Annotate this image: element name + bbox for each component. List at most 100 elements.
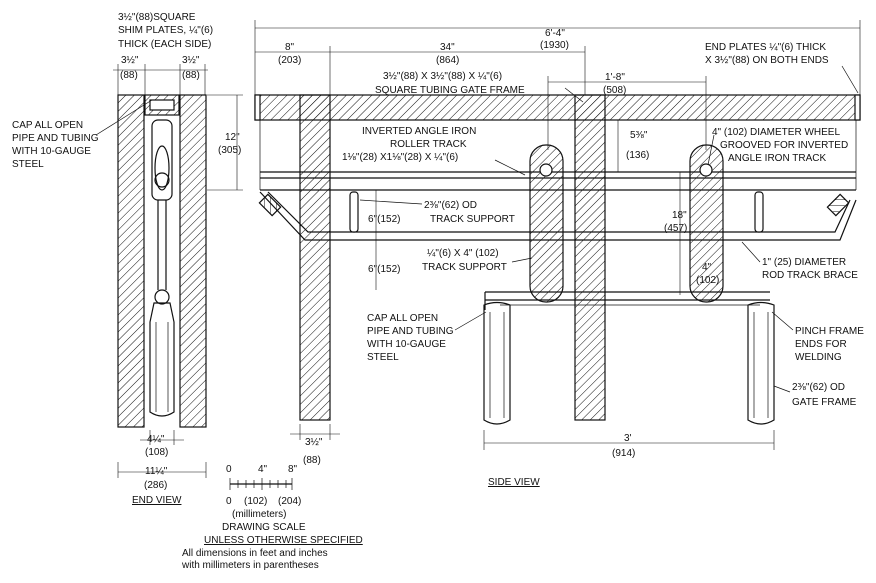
end-cap-note-line4: STEEL bbox=[12, 159, 44, 170]
od-support-leader bbox=[359, 199, 423, 205]
flat-support-leader bbox=[511, 257, 533, 263]
end-view-right-post bbox=[179, 94, 207, 428]
tubing-note-line2: SQUARE TUBING GATE FRAME bbox=[375, 85, 525, 96]
roller-note-line1: INVERTED ANGLE IRON bbox=[362, 126, 476, 137]
dim-inner-width-mm: (108) bbox=[145, 447, 168, 458]
dim-6in-upper: 6"(152) bbox=[368, 214, 400, 225]
end-plates-note-line2: X 3½"(88) ON BOTH ENDS bbox=[705, 55, 829, 66]
shim-note-line1: 3½"(88)SQUARE bbox=[118, 12, 196, 23]
roller-note-line3: 1⅛"(28) X1⅛"(28) X ¼"(6) bbox=[342, 151, 458, 163]
wheel-note-line2: GROOVED FOR INVERTED bbox=[720, 140, 848, 151]
rod-leader bbox=[741, 241, 761, 263]
scale-units: (millimeters) bbox=[232, 509, 286, 520]
dim-wheel-width: 4" bbox=[702, 262, 712, 273]
wheel-note-line1: 4" (102) DIAMETER WHEEL bbox=[712, 127, 840, 138]
brace-weld-left bbox=[258, 193, 282, 217]
dim-outer-width: 11¼" bbox=[145, 465, 168, 477]
dim-18in-mm: (457) bbox=[664, 223, 687, 234]
wheel-axle-right bbox=[699, 163, 713, 177]
end-view-wheel-hub bbox=[154, 172, 170, 188]
tubing-note-line1: 3½"(88) X 3½"(88) X ¼"(6) bbox=[383, 70, 502, 82]
rod-note-line2: ROD TRACK BRACE bbox=[762, 270, 858, 281]
dim-inner-width: 4¼" bbox=[147, 433, 165, 445]
side-view: 6'-4" (1930) 8" (203) 34" (864) 1'-8" (5… bbox=[254, 20, 864, 488]
od-support-note-line1: 2⅜"(62) OD bbox=[424, 200, 477, 211]
end-view: 3½"(88)SQUARE SHIM PLATES, ¼"(6) THICK (… bbox=[12, 12, 243, 506]
pinch-leader bbox=[771, 311, 794, 331]
gate-od-note-line1: 2⅜"(62) OD bbox=[792, 382, 845, 393]
scale-tick-4: 4" bbox=[258, 464, 268, 475]
rod-track-brace-inner bbox=[267, 191, 851, 233]
dim-outer-width-mm: (286) bbox=[144, 480, 167, 491]
right-end-plate bbox=[854, 94, 861, 121]
roller-leader bbox=[494, 159, 526, 176]
gate-od-note-line2: GATE FRAME bbox=[792, 397, 857, 408]
end-cap-note-line2: PIPE AND TUBING bbox=[12, 133, 99, 144]
wheel-leader bbox=[707, 134, 715, 166]
pinch-note-line3: WELDING bbox=[795, 352, 842, 363]
dim-3ft: 3' bbox=[624, 433, 632, 444]
dim-overall-length-mm: (1930) bbox=[540, 40, 569, 51]
end-view-gate-pipe bbox=[149, 302, 175, 417]
side-view-title: SIDE VIEW bbox=[488, 477, 540, 488]
dim-1ft8in-mm: (508) bbox=[603, 85, 626, 96]
shim-note-line3: THICK (EACH SIDE) bbox=[118, 39, 211, 50]
scale-unless-note: UNLESS OTHERWISE SPECIFIED bbox=[204, 535, 363, 546]
dim-right-post-width: 3½" bbox=[182, 55, 200, 66]
side-cap-note-line2: PIPE AND TUBING bbox=[367, 326, 454, 337]
side-view-top-rail bbox=[254, 94, 861, 121]
end-view-rod-circle bbox=[154, 289, 170, 305]
side-view-left-post bbox=[299, 94, 331, 421]
dim-538: 5⅜" bbox=[630, 130, 648, 141]
rod-track-brace bbox=[259, 191, 857, 241]
side-view-wheel-left bbox=[529, 144, 564, 303]
end-plates-leader bbox=[841, 65, 859, 94]
dim-6in-lower: 6"(152) bbox=[368, 264, 400, 275]
dim-height-mm: (305) bbox=[218, 145, 241, 156]
side-view-wheel-right bbox=[689, 144, 724, 303]
dim-1ft8in: 1'-8" bbox=[605, 72, 625, 83]
wheel-axle-left bbox=[539, 163, 553, 177]
scale-mm-0: 0 bbox=[226, 496, 232, 507]
dim-left-post-width-mm: (88) bbox=[120, 70, 138, 81]
drawing-scale: 0 4" 8" 0 (102) (204) (millimeters) DRAW… bbox=[181, 464, 363, 571]
left-end-plate bbox=[254, 94, 261, 121]
dim-8in-mm: (203) bbox=[278, 55, 301, 66]
end-cap-leader bbox=[95, 99, 153, 136]
pinch-note-line1: PINCH FRAME bbox=[795, 326, 864, 337]
pinch-note-line2: ENDS FOR bbox=[795, 339, 847, 350]
scale-tick-0: 0 bbox=[226, 464, 232, 475]
flat-support-note-line2: TRACK SUPPORT bbox=[422, 262, 507, 273]
side-cap-note-line1: CAP ALL OPEN bbox=[367, 313, 438, 324]
round-track-support bbox=[754, 191, 764, 233]
flat-support-note-line1: ¼"(6) X 4" (102) bbox=[427, 247, 499, 259]
dim-left-post-width: 3½" bbox=[121, 55, 139, 66]
end-cap-note-line3: WITH 10-GAUGE bbox=[12, 146, 91, 157]
dim-3ft-mm: (914) bbox=[612, 448, 635, 459]
side-view-center-post bbox=[574, 94, 606, 421]
end-view-wheel bbox=[154, 145, 170, 191]
end-view-left-post bbox=[117, 94, 145, 428]
dim-right-post-width-mm: (88) bbox=[182, 70, 200, 81]
dim-34in: 34" bbox=[440, 42, 455, 53]
side-cap-note-line4: STEEL bbox=[367, 352, 399, 363]
shim-note-line2: SHIM PLATES, ¼"(6) bbox=[118, 24, 213, 36]
end-view-wheel-housing bbox=[151, 119, 173, 201]
dim-height: 12" bbox=[225, 132, 240, 143]
scale-mm-102: (102) bbox=[244, 496, 267, 507]
side-cap-leader bbox=[454, 311, 487, 331]
side-cap-note-line3: WITH 10-GAUGE bbox=[367, 339, 446, 350]
dim-8in: 8" bbox=[285, 42, 295, 53]
gate-left-pipe bbox=[483, 301, 511, 425]
end-view-title: END VIEW bbox=[132, 495, 182, 506]
scale-mm-204: (204) bbox=[278, 496, 301, 507]
gate-od-leader bbox=[773, 385, 791, 393]
round-track-support bbox=[349, 191, 359, 233]
scale-label: DRAWING SCALE bbox=[222, 522, 306, 533]
dim-538-mm: (136) bbox=[626, 150, 649, 161]
end-plates-note-line1: END PLATES ¼"(6) THICK bbox=[705, 41, 826, 53]
end-view-shim-plate bbox=[149, 99, 175, 111]
dim-34in-mm: (864) bbox=[436, 55, 459, 66]
roller-note-line2: ROLLER TRACK bbox=[390, 139, 467, 150]
